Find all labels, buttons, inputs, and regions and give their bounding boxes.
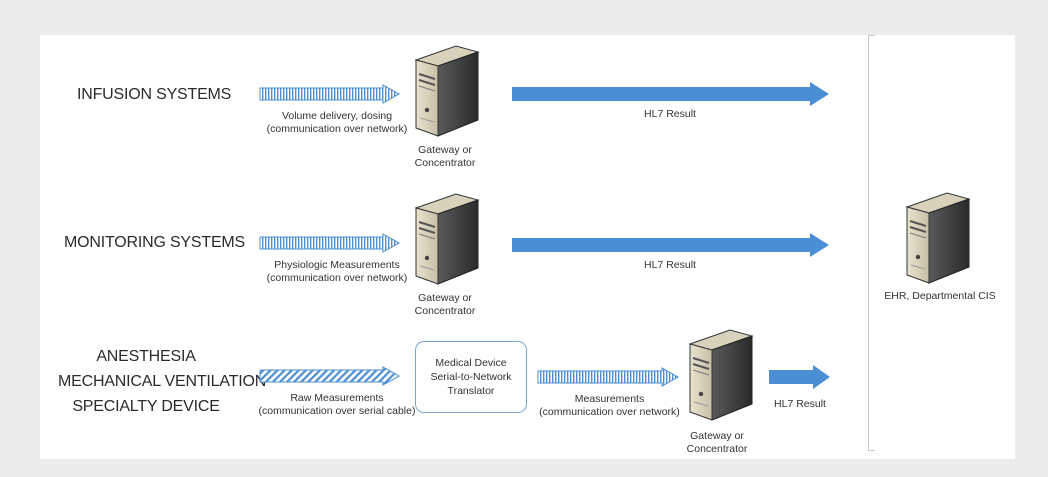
gateway-server-2-icon xyxy=(414,186,480,286)
hl7-result-label-3: HL7 Result xyxy=(774,398,826,410)
measurements-arrow xyxy=(537,367,680,387)
hl7-result-label-1: HL7 Result xyxy=(644,108,696,120)
hl7-result-label-2: HL7 Result xyxy=(644,259,696,271)
gateway-server-1-icon xyxy=(414,38,480,138)
physiologic-measurements-arrow xyxy=(259,233,401,253)
hl7-result-arrow-2 xyxy=(512,233,829,257)
hl7-result-arrow-1 xyxy=(512,82,829,106)
anesthesia-systems-label: ANESTHESIA MECHANICAL VENTILATION SPECIA… xyxy=(58,344,267,419)
gateway-server-3-icon xyxy=(688,322,754,422)
anesthesia-label-line2: MECHANICAL VENTILATION xyxy=(58,373,267,390)
ehr-server-icon xyxy=(905,185,971,285)
raw-measurements-caption: Raw Measurements(communication over seri… xyxy=(258,392,416,417)
physiologic-measurements-caption: Physiologic Measurements(communication o… xyxy=(266,259,408,284)
raw-measurements-arrow xyxy=(259,366,401,386)
measurements-caption: Measurements(communication over network) xyxy=(539,393,680,418)
volume-delivery-caption: Volume delivery, dosing(communication ov… xyxy=(266,110,408,135)
monitoring-systems-label: MONITORING SYSTEMS xyxy=(64,234,246,251)
anesthesia-label-line1: ANESTHESIA xyxy=(96,348,196,365)
ehr-label: EHR, Departmental CIS xyxy=(884,290,996,302)
hl7-result-arrow-3 xyxy=(769,365,830,389)
infusion-systems-label: INFUSION SYSTEMS xyxy=(77,86,232,103)
volume-delivery-arrow xyxy=(259,84,401,104)
ehr-bracket xyxy=(868,35,875,451)
serial-to-network-translator-box: Medical Device Serial-to-Network Transla… xyxy=(415,341,527,413)
anesthesia-label-line3: SPECIALTY DEVICE xyxy=(72,398,220,415)
